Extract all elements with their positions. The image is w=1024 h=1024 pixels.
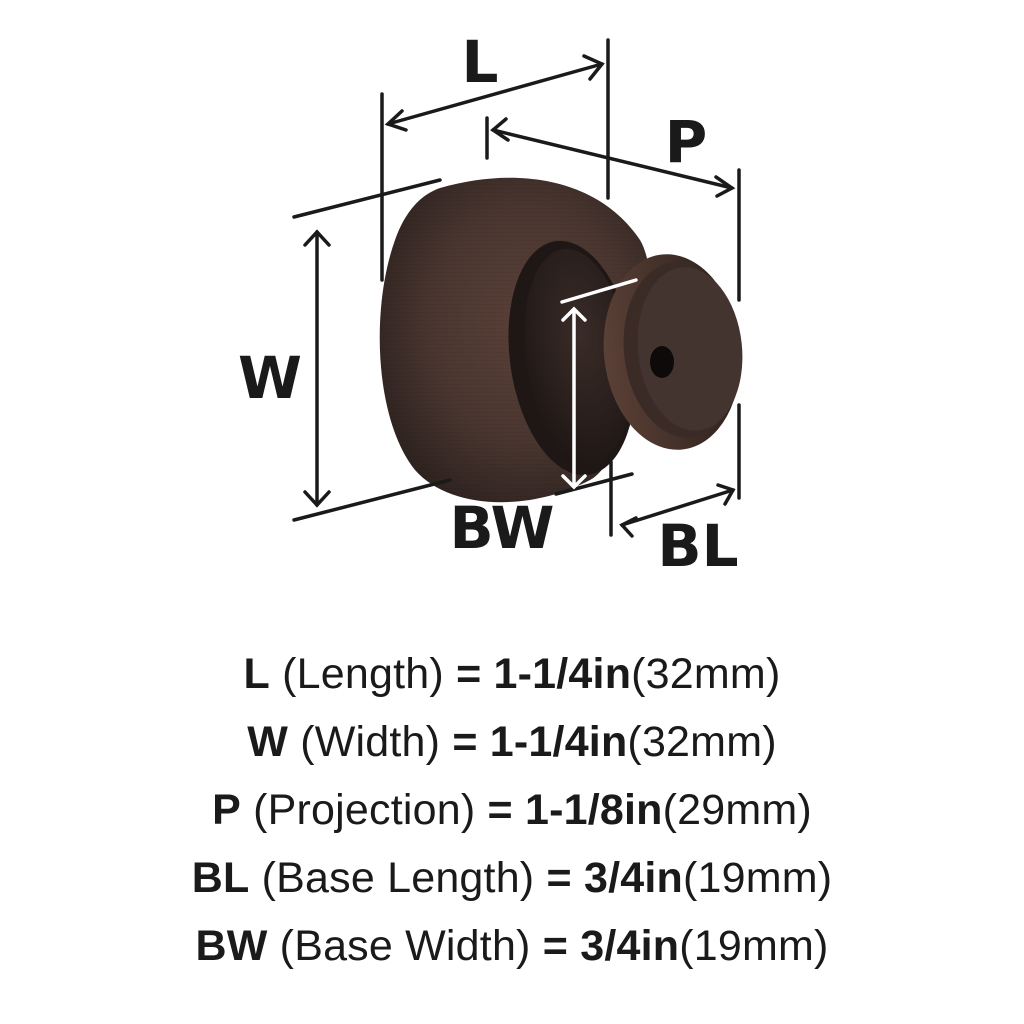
spec-metric: (19mm)	[682, 854, 833, 902]
spec-equals: =	[546, 854, 572, 902]
spec-metric: (32mm)	[631, 650, 781, 698]
knob-base	[603, 254, 743, 450]
spec-name: (Length)	[282, 650, 444, 698]
spec-imperial: 3/4in	[580, 922, 680, 970]
spec-equals: =	[452, 718, 478, 766]
base-width-indicator	[560, 278, 638, 490]
spec-row-base-length: BL (Base Length) = 3/4in(19mm)	[0, 844, 1024, 912]
spec-imperial: 1-1/8in	[525, 786, 663, 834]
spec-equals: =	[487, 786, 513, 834]
spec-row-length: L (Length) = 1-1/4in(32mm)	[0, 640, 1024, 708]
label-P: P	[665, 108, 708, 176]
spec-name: (Width)	[300, 718, 441, 766]
dimension-lines	[292, 38, 741, 538]
spec-name: (Base Width)	[279, 922, 531, 970]
dimension-specs: L (Length) = 1-1/4in(32mm) W (Width) = 1…	[0, 640, 1024, 980]
spec-equals: =	[542, 922, 569, 970]
label-W: W	[238, 344, 302, 412]
spec-metric: (29mm)	[662, 786, 812, 834]
spec-code: P	[212, 786, 241, 834]
spec-code: BW	[195, 922, 268, 970]
spec-metric: (32mm)	[627, 718, 777, 766]
spec-imperial: 3/4in	[583, 854, 683, 902]
knob-dimension-diagram: L P W BW BL	[238, 28, 743, 580]
spec-imperial: 1-1/4in	[489, 718, 628, 766]
screw-hole	[650, 346, 674, 378]
spec-equals: =	[456, 650, 482, 698]
spec-row-width: W (Width) = 1-1/4in(32mm)	[0, 708, 1024, 776]
spec-imperial: 1-1/4in	[493, 650, 632, 698]
spec-code: W	[247, 718, 289, 766]
label-BL: BL	[657, 512, 738, 580]
spec-code: L	[243, 650, 270, 698]
spec-name: (Base Length)	[261, 854, 535, 902]
spec-row-projection: P (Projection) = 1-1/8in(29mm)	[0, 776, 1024, 844]
label-BW: BW	[449, 494, 554, 562]
knob-illustration	[379, 177, 743, 503]
spec-metric: (19mm)	[679, 922, 829, 970]
label-L: L	[462, 28, 499, 96]
spec-code: BL	[191, 854, 250, 902]
spec-name: (Projection)	[253, 786, 476, 834]
spec-row-base-width: BW (Base Width) = 3/4in(19mm)	[0, 912, 1024, 980]
